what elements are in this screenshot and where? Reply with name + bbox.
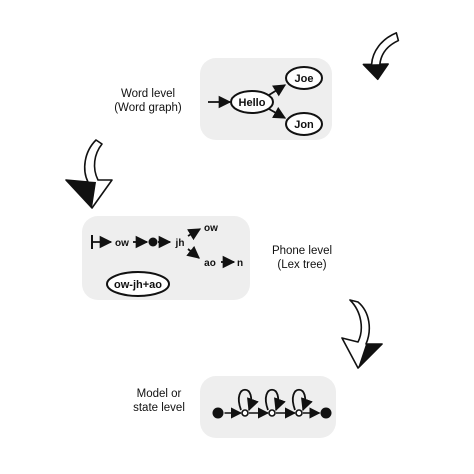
phone-ow-second: ow <box>204 223 218 234</box>
lex-node-dot <box>148 237 158 247</box>
hmm-self-loop-2 <box>265 388 286 412</box>
word-node-hello: Hello <box>230 90 274 114</box>
state-level-sublabel: state level <box>133 402 185 414</box>
word-node-jon-label: Jon <box>294 119 314 131</box>
state-level-panel <box>200 376 336 438</box>
word-node-jon: Jon <box>285 112 323 136</box>
triphone-label: ow-jh+ao <box>114 279 162 291</box>
hmm-start-state <box>212 407 224 419</box>
phone-jh: jh <box>175 238 185 249</box>
hmm-self-loop-1 <box>238 388 259 412</box>
word-level-sublabel: (Word graph) <box>114 102 182 114</box>
curved-down-arrow-icon <box>65 139 113 209</box>
state-level-label: Model or <box>137 388 182 400</box>
word-edge-hello-jon <box>268 106 287 119</box>
triphone-node: ow-jh+ao <box>106 271 170 297</box>
curved-down-arrow-icon <box>362 32 400 81</box>
lex-arrow-jh-ow <box>187 228 202 241</box>
phone-n: n <box>237 258 243 269</box>
phone-level-sublabel: (Lex tree) <box>277 259 326 271</box>
hmm-chain <box>212 388 332 419</box>
word-edge-hello-joe <box>268 84 287 97</box>
hmm-state-2 <box>268 409 276 417</box>
hmm-end-state <box>320 407 332 419</box>
hmm-state-3 <box>295 409 303 417</box>
word-level-label: Word level <box>121 88 175 100</box>
hmm-state-1 <box>241 409 249 417</box>
phone-ao: ao <box>204 258 216 269</box>
hmm-self-loop-3 <box>292 388 313 412</box>
word-node-joe-label: Joe <box>295 73 314 85</box>
word-node-hello-label: Hello <box>239 97 266 109</box>
lex-arrow-jh-ao <box>186 245 200 259</box>
curved-down-arrow-icon <box>341 299 383 369</box>
word-node-joe: Joe <box>285 66 323 90</box>
phone-level-label: Phone level <box>272 245 332 257</box>
phone-ow-first: ow <box>115 238 129 249</box>
